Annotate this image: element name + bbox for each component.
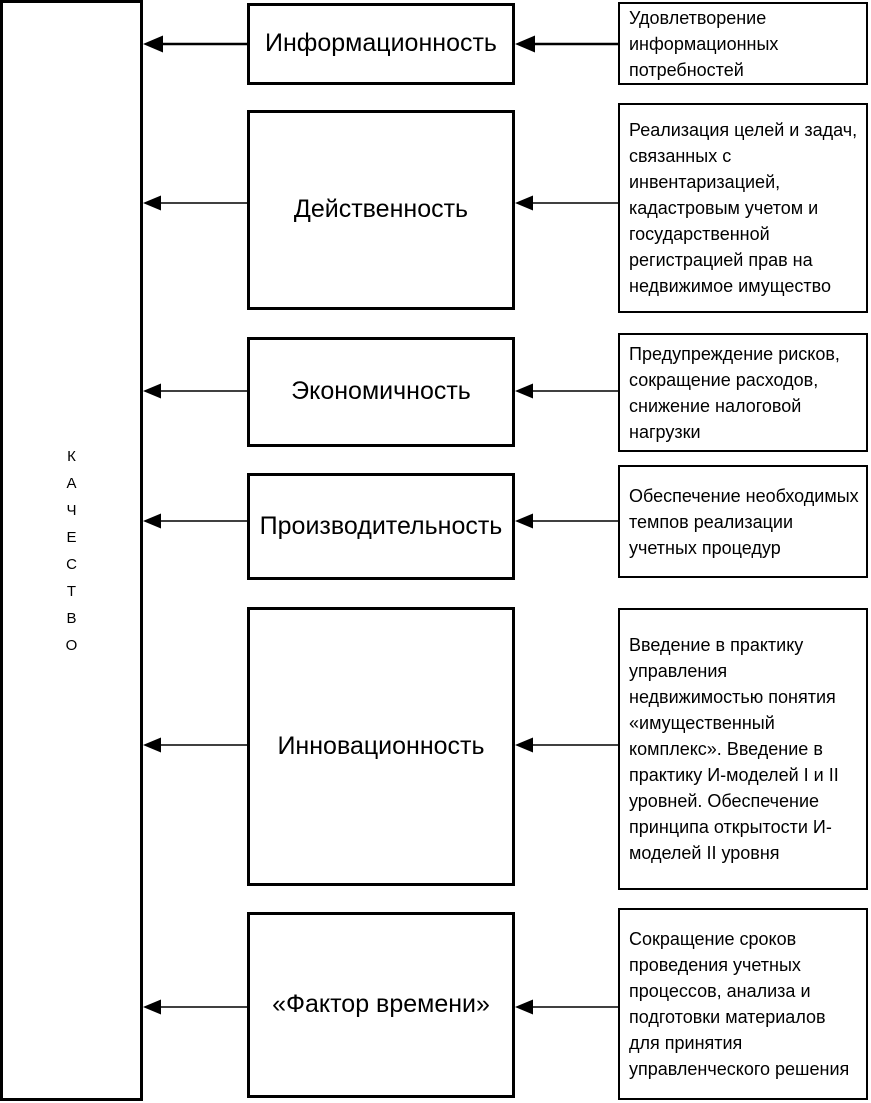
description-box-economy: Предупреждение рисков, сокращение расход… bbox=[618, 333, 868, 452]
criterion-box-productivity: Производительность bbox=[247, 473, 515, 580]
description-box-innovation: Введение в практику управления недвижимо… bbox=[618, 608, 868, 890]
criterion-box-time-factor: «Фактор времени» bbox=[247, 912, 515, 1098]
arrow-description-to-criterion-row3 bbox=[515, 383, 618, 399]
criterion-label: Действенность bbox=[293, 195, 469, 224]
quality-letter: Ч bbox=[66, 501, 77, 519]
description-text: Обеспечение необходимых темпов реализаци… bbox=[629, 485, 859, 558]
description-text: Предупреждение рисков, сокращение расход… bbox=[629, 343, 840, 442]
arrow-description-to-criterion-row5 bbox=[515, 737, 618, 753]
quality-letter: Е bbox=[66, 528, 77, 546]
quality-letter: А bbox=[66, 474, 77, 492]
quality-letter: О bbox=[65, 636, 78, 654]
arrow-criterion-to-root-row5 bbox=[143, 737, 247, 753]
criterion-label: «Фактор времени» bbox=[272, 990, 490, 1019]
arrow-description-to-criterion-row1 bbox=[515, 35, 618, 53]
arrow-criterion-to-root-row1 bbox=[143, 35, 247, 53]
quality-letter: Т bbox=[66, 582, 77, 600]
description-box-informativeness: Удовлетворение информационных потребност… bbox=[618, 2, 868, 85]
arrow-criterion-to-root-row3 bbox=[143, 383, 247, 399]
description-box-effectiveness: Реализация целей и задач, связанных с ин… bbox=[618, 103, 868, 313]
description-text: Сокращение сроков проведения учетных про… bbox=[629, 929, 850, 1079]
criterion-label: Инновационность bbox=[277, 731, 485, 760]
quality-vertical-word: К А Ч Е С Т В О bbox=[66, 443, 78, 659]
criterion-box-economy: Экономичность bbox=[247, 337, 515, 447]
criterion-box-informativeness: Информационность bbox=[247, 3, 515, 85]
quality-letter: К bbox=[67, 447, 76, 465]
criterion-box-innovation: Инновационность bbox=[247, 607, 515, 886]
arrow-description-to-criterion-row6 bbox=[515, 999, 618, 1015]
description-text: Реализация целей и задач, связанных с ин… bbox=[629, 120, 858, 296]
description-box-time-factor: Сокращение сроков проведения учетных про… bbox=[618, 908, 868, 1100]
quality-root-box: К А Ч Е С Т В О bbox=[0, 0, 143, 1101]
arrow-description-to-criterion-row4 bbox=[515, 513, 618, 529]
quality-letter: С bbox=[66, 555, 77, 573]
description-text: Удовлетворение информационных потребност… bbox=[629, 7, 779, 80]
quality-letter: В bbox=[66, 609, 77, 627]
arrow-description-to-criterion-row2 bbox=[515, 195, 618, 211]
description-text: Введение в практику управления недвижимо… bbox=[629, 635, 839, 863]
criterion-box-effectiveness: Действенность bbox=[247, 110, 515, 310]
criterion-label: Производительность bbox=[259, 511, 503, 540]
description-box-productivity: Обеспечение необходимых темпов реализаци… bbox=[618, 465, 868, 578]
arrow-criterion-to-root-row2 bbox=[143, 195, 247, 211]
arrow-criterion-to-root-row6 bbox=[143, 999, 247, 1015]
arrow-criterion-to-root-row4 bbox=[143, 513, 247, 529]
criterion-label: Экономичность bbox=[291, 377, 471, 406]
criterion-label: Информационность bbox=[265, 29, 497, 58]
